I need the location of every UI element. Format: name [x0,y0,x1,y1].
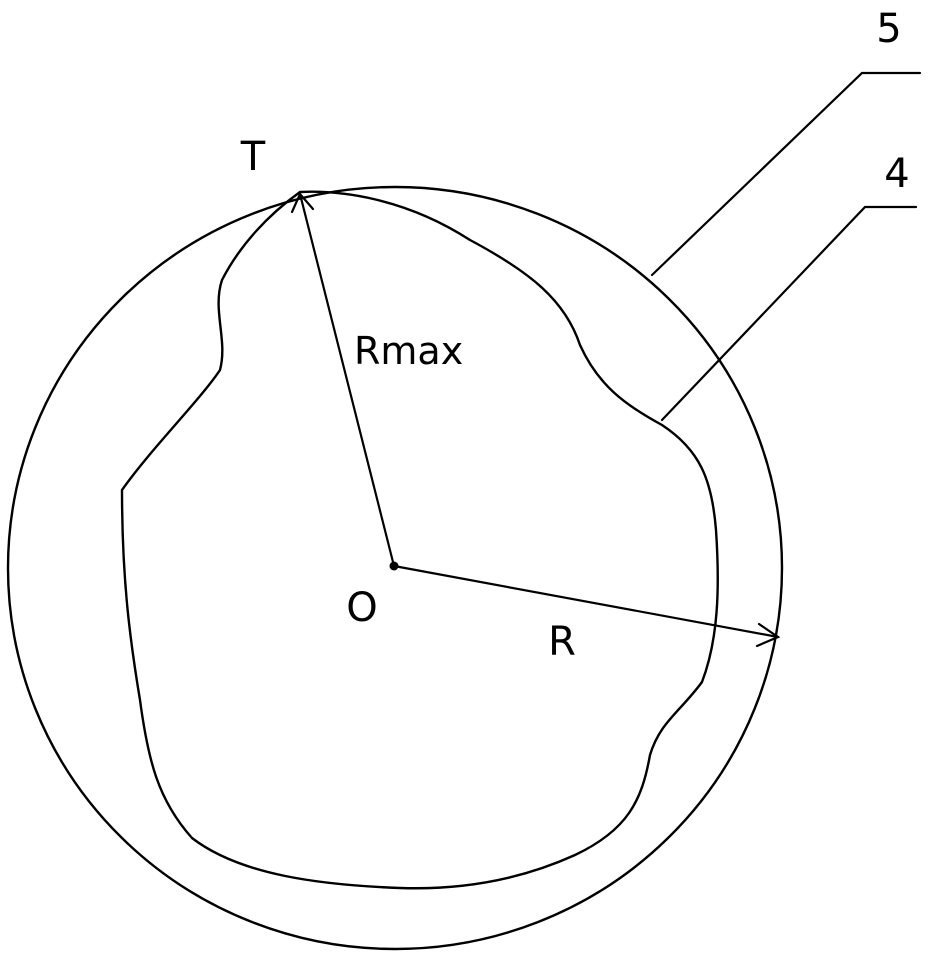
center-dot [389,561,399,571]
rmax-arrowhead [290,191,315,214]
inner-profile [120,190,719,890]
label-t: T [240,134,266,180]
label-r: R [548,619,576,665]
label-ref-4: 4 [884,151,909,197]
leader-line-4 [660,205,918,422]
r-arrowhead [755,622,781,648]
rmax-line [298,192,396,568]
label-ref-5: 5 [876,6,901,52]
leader-line-5 [650,71,922,277]
r-line [392,564,780,639]
label-o: O [346,585,377,631]
outer-circle [6,185,784,951]
label-rmax: Rmax [354,329,463,373]
